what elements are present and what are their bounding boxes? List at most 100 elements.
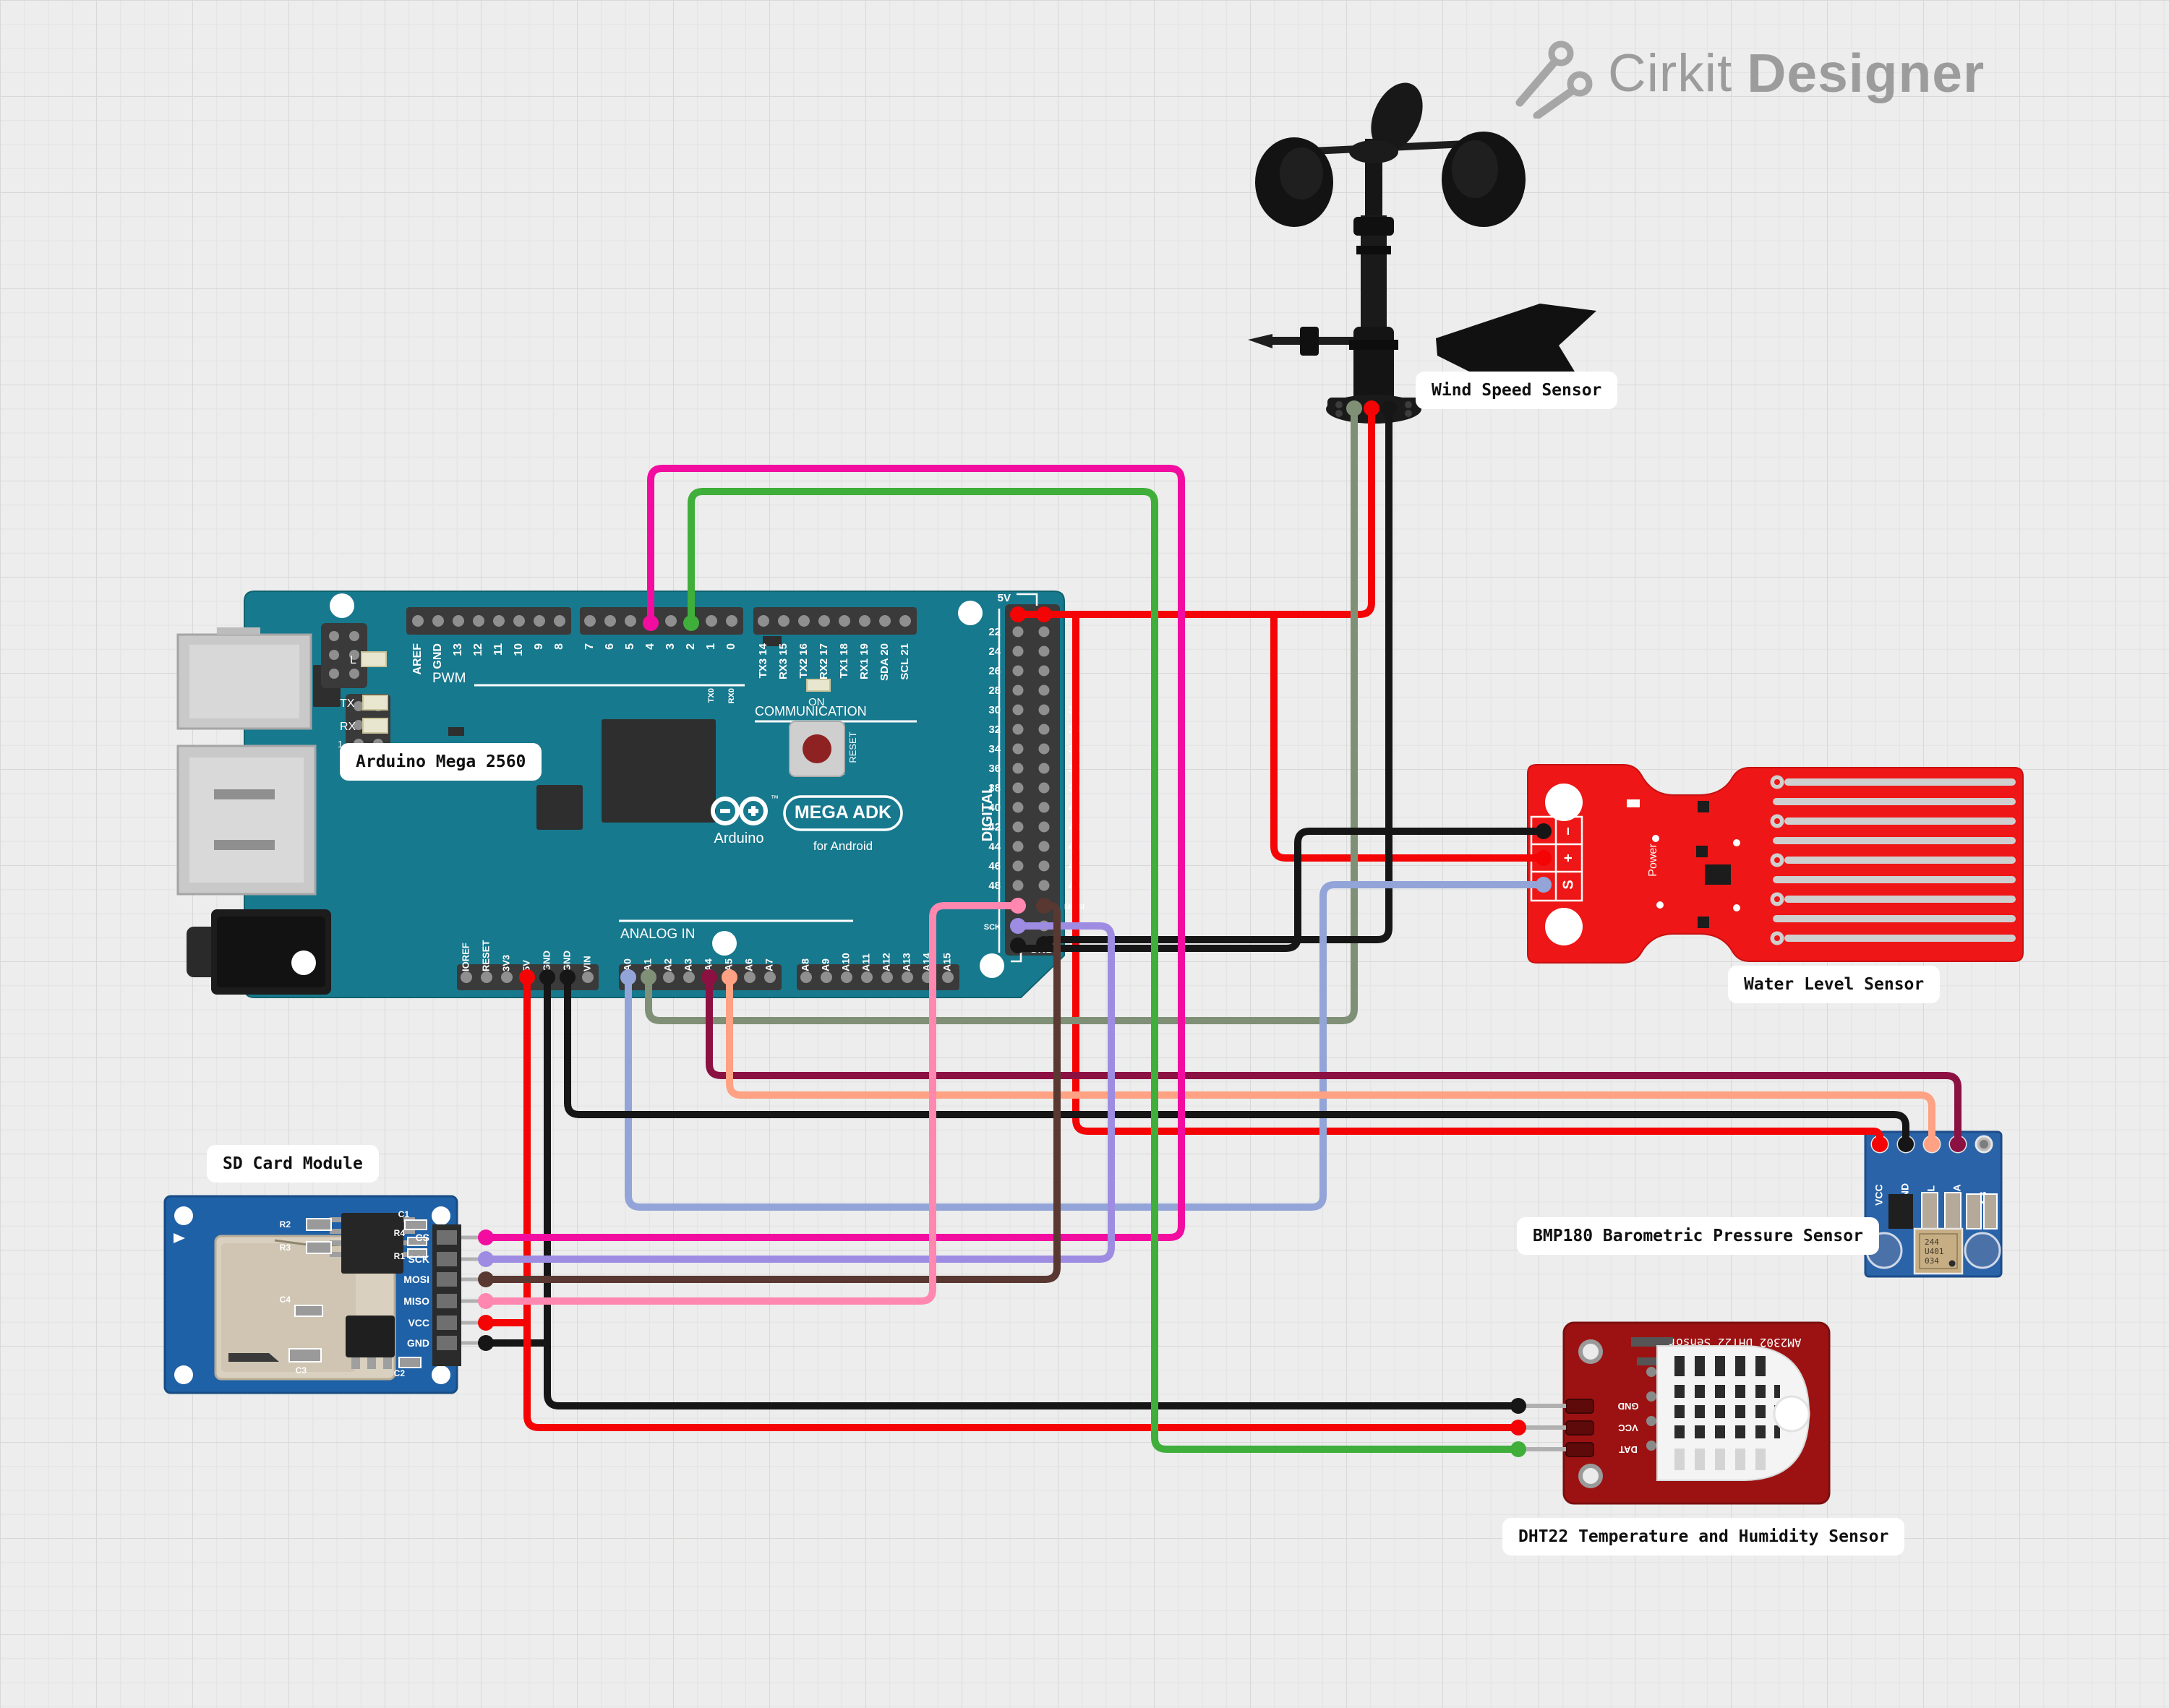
wire-wind-gnd[interactable] (1045, 405, 1392, 943)
pin-hole[interactable] (758, 615, 769, 627)
wire-5v-to-dht-vcc[interactable] (523, 974, 1522, 1431)
pin-hole[interactable] (1038, 860, 1050, 872)
pin-hole[interactable] (582, 971, 594, 983)
label-dht[interactable]: DHT22 Temperature and Humidity Sensor (1502, 1518, 1905, 1555)
sd-pin[interactable] (437, 1294, 457, 1308)
wire-wind-signal-to-a1[interactable] (645, 405, 1358, 1024)
pin-hole[interactable] (859, 615, 870, 627)
sd-pin[interactable] (437, 1252, 457, 1266)
pin-hole[interactable] (800, 971, 812, 983)
pin-hole[interactable] (665, 615, 677, 627)
wire-sck-to-sd[interactable] (482, 922, 1115, 1263)
pin-hole[interactable] (1012, 841, 1024, 852)
pin-hole[interactable] (778, 615, 790, 627)
pin-hole[interactable] (493, 615, 505, 627)
wire-water-minus-to-gnd[interactable] (1019, 828, 1547, 952)
wire-water-signal-to-a0[interactable] (625, 881, 1547, 1211)
pin-hole[interactable] (625, 615, 636, 627)
wire-gnd-to-bmp[interactable] (564, 974, 1909, 1148)
label-arduino[interactable]: Arduino Mega 2560 (340, 743, 542, 781)
wire-5v-to-bmp-vcc[interactable] (1072, 611, 1883, 1148)
pin-hole[interactable] (861, 971, 873, 983)
label-sd[interactable]: SD Card Module (207, 1145, 379, 1183)
pin-hole[interactable] (1012, 821, 1024, 833)
pin-hole[interactable] (1038, 841, 1050, 852)
pin-hole[interactable] (461, 971, 472, 983)
pin-hole[interactable] (513, 615, 525, 627)
wire-miso-to-sd[interactable] (482, 902, 1022, 1305)
pin-hole[interactable] (1012, 802, 1024, 813)
pin-hole[interactable] (663, 971, 675, 983)
pin-hole[interactable] (839, 615, 850, 627)
pin-hole[interactable] (554, 615, 565, 627)
pin-hole[interactable] (902, 971, 913, 983)
pin-hole[interactable] (1012, 743, 1024, 755)
sd-pin[interactable] (437, 1230, 457, 1245)
pin-hole[interactable] (1012, 645, 1024, 657)
pin-hole[interactable] (453, 615, 464, 627)
label-wind[interactable]: Wind Speed Sensor (1416, 372, 1618, 409)
pin-hole[interactable] (881, 971, 893, 983)
pin-hole[interactable] (744, 971, 756, 983)
wire-a5-to-bmp-scl[interactable] (726, 974, 1935, 1148)
pin-hole[interactable] (764, 971, 776, 983)
pin-hole[interactable] (726, 615, 737, 627)
pin-hole[interactable] (1038, 802, 1050, 813)
pin-hole[interactable] (1038, 645, 1050, 657)
pin-hole[interactable] (1038, 685, 1050, 696)
pin-hole[interactable] (841, 971, 852, 983)
pin-hole[interactable] (584, 615, 596, 627)
pin-hole[interactable] (683, 971, 695, 983)
pin-hole[interactable] (412, 615, 424, 627)
sd-pin[interactable] (437, 1272, 457, 1287)
pin-hole[interactable] (1012, 880, 1024, 891)
pin-hole[interactable] (473, 615, 484, 627)
water-level-sensor-board[interactable]: −+S Power (1527, 764, 2024, 964)
wire-d2-to-dht-dat[interactable] (688, 488, 1522, 1453)
pin-hole[interactable] (534, 615, 545, 627)
pin-hole[interactable] (604, 615, 616, 627)
pin-hole[interactable] (1012, 763, 1024, 774)
wire-a4-to-bmp-sda[interactable] (706, 974, 1961, 1148)
pin-hole[interactable] (821, 971, 832, 983)
pin-hole[interactable] (432, 615, 444, 627)
pin-hole[interactable] (942, 971, 954, 983)
wire-mosi-to-sd[interactable] (482, 902, 1061, 1283)
pin-hole[interactable] (899, 615, 911, 627)
reset-button[interactable] (789, 721, 845, 777)
wire-d4-to-sd-cs[interactable] (482, 465, 1185, 1241)
pin-hole[interactable] (1038, 626, 1050, 638)
label-bmp[interactable]: BMP180 Barometric Pressure Sensor (1517, 1217, 1879, 1255)
wire-5v-to-wind-red[interactable] (1014, 405, 1375, 618)
pin-hole[interactable] (1012, 626, 1024, 638)
pin-hole[interactable] (1038, 880, 1050, 891)
wire-5v-to-water-plus[interactable] (1270, 611, 1547, 862)
pin-hole[interactable] (1012, 685, 1024, 696)
pin-hole[interactable] (1038, 704, 1050, 716)
pin-hole[interactable] (1038, 743, 1050, 755)
pin-hole[interactable] (1012, 782, 1024, 794)
pin-hole[interactable] (1038, 782, 1050, 794)
sd-pin[interactable] (437, 1336, 457, 1350)
wire-gnd-to-dht[interactable] (544, 974, 1522, 1409)
pin-hole[interactable] (798, 615, 810, 627)
pin-hole[interactable] (1038, 821, 1050, 833)
sd-pin[interactable] (437, 1316, 457, 1330)
pin-hole[interactable] (481, 971, 492, 983)
pin-hole[interactable] (706, 615, 717, 627)
pin-hole[interactable] (879, 615, 891, 627)
pin-hole[interactable] (1038, 665, 1050, 677)
pin-hole[interactable] (1012, 860, 1024, 872)
pin-hole[interactable] (1038, 763, 1050, 774)
pin-hole[interactable] (818, 615, 830, 627)
pin-hole[interactable] (501, 971, 513, 983)
pin-hole[interactable] (1012, 704, 1024, 716)
label-water[interactable]: Water Level Sensor (1728, 966, 1941, 1003)
pin-hole[interactable] (1012, 724, 1024, 735)
pin-hole[interactable] (1012, 665, 1024, 677)
